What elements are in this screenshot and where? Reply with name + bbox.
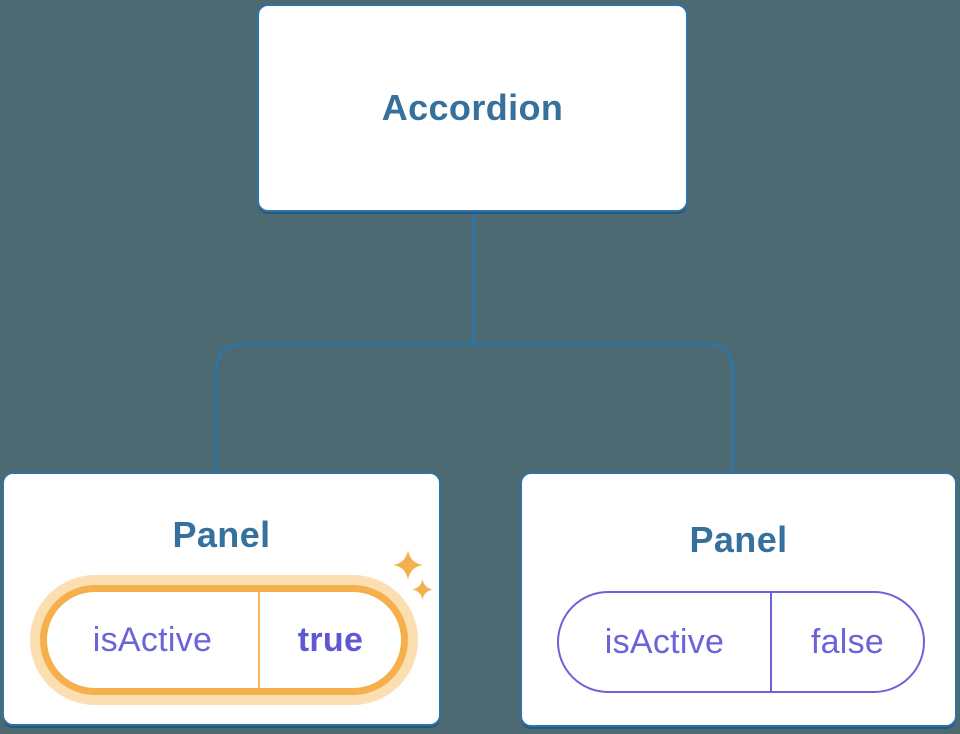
accordion-label: Accordion [381,87,564,128]
pill-divider [258,592,260,688]
state-prop-label: isActive [92,620,213,659]
sparkles-icon [393,550,433,600]
panel-title: Panel [689,519,788,560]
panel-node-inactive: Panel isActive false [520,472,957,727]
panel-title: Panel [172,514,271,555]
accordion-node: Accordion [257,4,688,212]
state-value: false [810,622,885,661]
state-pill-active: isActive true [40,585,408,695]
state-value: true [297,620,364,659]
panel-node-active: Panel isActive true [2,472,441,726]
pill-divider [770,593,772,691]
state-pill-inactive: isActive false [557,591,925,693]
state-prop-label: isActive [604,622,725,661]
